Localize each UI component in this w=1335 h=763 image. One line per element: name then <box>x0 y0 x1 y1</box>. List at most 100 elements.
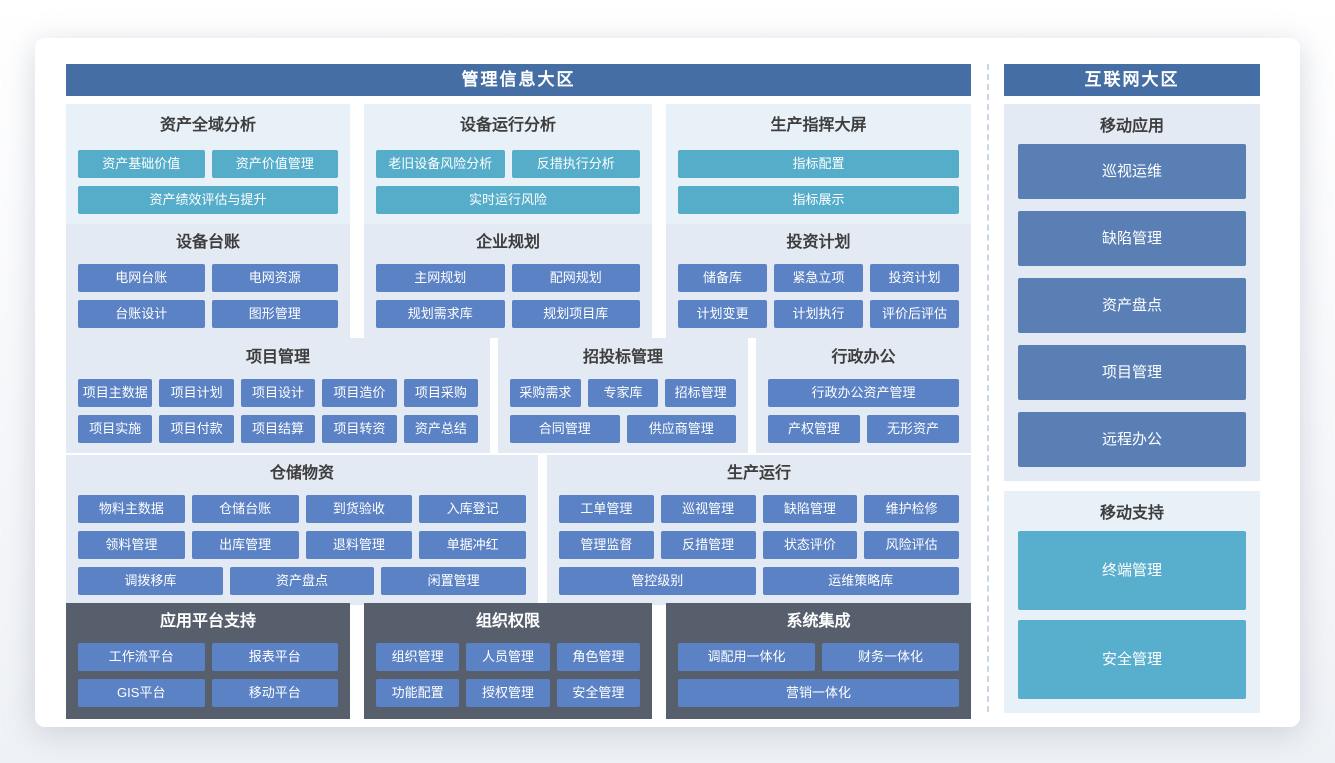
module-button[interactable]: 组织管理 <box>376 643 460 671</box>
zone-internet-header: 互联网大区 <box>1004 64 1260 96</box>
module-button[interactable]: 资产盘点 <box>1018 278 1246 333</box>
module-button[interactable]: 项目实施 <box>78 415 153 443</box>
module-button[interactable]: 产权管理 <box>768 415 860 443</box>
module-button[interactable]: 角色管理 <box>556 643 640 671</box>
module-button[interactable]: GIS平台 <box>78 679 205 707</box>
group-title: 生产指挥大屏 <box>770 117 867 134</box>
module-button[interactable]: 指标展示 <box>678 186 959 214</box>
button-row: 采购需求专家库招标管理 <box>510 379 737 407</box>
module-button[interactable]: 工单管理 <box>559 495 654 523</box>
group-title: 设备运行分析 <box>459 117 556 134</box>
module-button[interactable]: 调配用一体化 <box>678 643 815 671</box>
module-button[interactable]: 资产盘点 <box>229 567 375 595</box>
module-button[interactable]: 安全管理 <box>556 679 640 707</box>
module-button[interactable]: 项目造价 <box>322 379 397 407</box>
module-button[interactable]: 仓储台账 <box>191 495 299 523</box>
module-button[interactable]: 闲置管理 <box>381 567 527 595</box>
module-button[interactable]: 项目计划 <box>159 379 234 407</box>
module-button[interactable]: 物料主数据 <box>78 495 185 523</box>
module-button[interactable]: 到货验收 <box>305 495 413 523</box>
module-button[interactable]: 缺陷管理 <box>762 495 858 523</box>
module-button[interactable]: 行政办公资产管理 <box>768 379 959 407</box>
module-button[interactable]: 资产总结 <box>403 415 479 443</box>
group-title: 行政办公 <box>831 348 896 366</box>
module-button[interactable]: 招标管理 <box>665 379 737 407</box>
module-button[interactable]: 安全管理 <box>1018 620 1246 699</box>
module-button[interactable]: 投资计划 <box>870 264 959 292</box>
group-title: 移动支持 <box>1099 505 1164 522</box>
module-group: 生产指挥大屏指标配置指标展示 <box>666 104 971 224</box>
module-button[interactable]: 规划项目库 <box>511 300 640 328</box>
module-button[interactable]: 领料管理 <box>78 531 185 559</box>
module-button[interactable]: 台账设计 <box>78 300 205 328</box>
module-button[interactable]: 项目主数据 <box>78 379 153 407</box>
module-button[interactable]: 反措执行分析 <box>511 150 640 178</box>
module-button[interactable]: 人员管理 <box>466 643 550 671</box>
module-button[interactable]: 退料管理 <box>305 531 413 559</box>
module-button[interactable]: 项目付款 <box>159 415 234 443</box>
module-button[interactable]: 配网规划 <box>511 264 640 292</box>
button-row: 实时运行风险 <box>376 186 640 214</box>
module-button[interactable]: 计划变更 <box>678 300 767 328</box>
button-row: 合同管理供应商管理 <box>510 415 736 443</box>
module-button[interactable]: 出库管理 <box>191 531 299 559</box>
module-button[interactable]: 入库登记 <box>419 495 526 523</box>
button-row: 管控级别运维策略库 <box>559 567 959 595</box>
module-button[interactable]: 实时运行风险 <box>376 186 640 214</box>
module-button[interactable]: 项目转资 <box>322 415 397 443</box>
group-title: 设备台账 <box>175 234 240 251</box>
module-button[interactable]: 资产绩效评估与提升 <box>78 186 338 214</box>
button-row: 指标配置 <box>678 150 959 178</box>
module-button[interactable]: 远程办公 <box>1018 412 1246 467</box>
module-button[interactable]: 单据冲红 <box>419 531 526 559</box>
module-button[interactable]: 报表平台 <box>211 643 338 671</box>
module-button[interactable]: 管理监督 <box>559 531 654 559</box>
module-button[interactable]: 风险评估 <box>864 531 959 559</box>
module-button[interactable]: 主网规划 <box>376 264 505 292</box>
module-button[interactable]: 供应商管理 <box>626 415 736 443</box>
module-button[interactable]: 管控级别 <box>559 567 756 595</box>
module-button[interactable]: 资产基础价值 <box>78 150 205 178</box>
module-button[interactable]: 反措管理 <box>660 531 756 559</box>
module-button[interactable]: 电网台账 <box>78 264 205 292</box>
module-button[interactable]: 维护检修 <box>864 495 959 523</box>
button-row: 工作流平台报表平台 <box>78 643 338 671</box>
module-button[interactable]: 合同管理 <box>510 415 620 443</box>
module-button[interactable]: 运维策略库 <box>762 567 959 595</box>
module-button[interactable]: 专家库 <box>587 379 659 407</box>
module-button[interactable]: 无形资产 <box>867 415 959 443</box>
module-button[interactable]: 项目设计 <box>240 379 316 407</box>
module-button[interactable]: 功能配置 <box>376 679 460 707</box>
module-button[interactable]: 采购需求 <box>510 379 581 407</box>
module-button[interactable]: 指标配置 <box>678 150 959 178</box>
module-button[interactable]: 移动平台 <box>211 679 338 707</box>
module-button[interactable]: 巡视管理 <box>660 495 756 523</box>
module-group: 企业规划主网规划配网规划规划需求库规划项目库 <box>364 224 652 338</box>
module-button[interactable]: 缺陷管理 <box>1018 211 1246 266</box>
button-row: 老旧设备风险分析反措执行分析 <box>376 150 640 178</box>
module-button[interactable]: 评价后评估 <box>870 300 959 328</box>
module-button[interactable]: 计划执行 <box>774 300 863 328</box>
module-button[interactable]: 状态评价 <box>762 531 858 559</box>
module-button[interactable]: 老旧设备风险分析 <box>376 150 505 178</box>
button-row: 电网台账电网资源 <box>78 264 338 292</box>
module-button[interactable]: 项目管理 <box>1018 345 1246 400</box>
module-button[interactable]: 储备库 <box>678 264 767 292</box>
module-button[interactable]: 紧急立项 <box>774 264 863 292</box>
module-button[interactable]: 图形管理 <box>211 300 338 328</box>
module-button[interactable]: 电网资源 <box>211 264 338 292</box>
module-button[interactable]: 项目结算 <box>240 415 316 443</box>
group-title: 移动应用 <box>1099 118 1164 135</box>
module-button[interactable]: 项目采购 <box>403 379 479 407</box>
module-button[interactable]: 资产价值管理 <box>211 150 338 178</box>
module-button[interactable]: 巡视运维 <box>1018 144 1246 199</box>
module-button[interactable]: 财务一体化 <box>822 643 959 671</box>
module-button[interactable]: 规划需求库 <box>376 300 505 328</box>
module-button[interactable]: 终端管理 <box>1018 531 1246 610</box>
module-button[interactable]: 调拨移库 <box>78 567 223 595</box>
zone-management: 管理信息大区 资产全域分析资产基础价值资产价值管理资产绩效评估与提升设备运行分析… <box>66 64 971 719</box>
module-button[interactable]: 授权管理 <box>466 679 550 707</box>
module-button[interactable]: 工作流平台 <box>78 643 205 671</box>
module-button[interactable]: 营销一体化 <box>678 679 959 707</box>
